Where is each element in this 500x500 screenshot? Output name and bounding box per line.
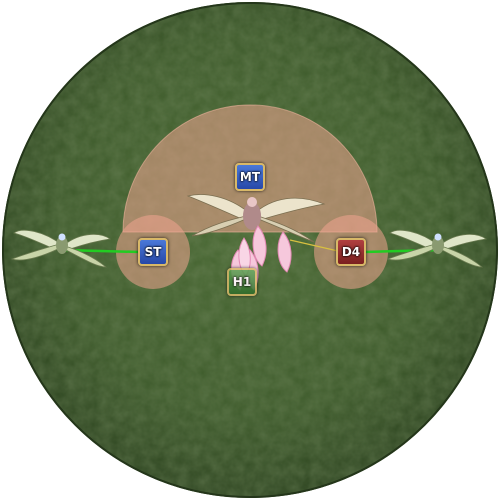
st-marker[interactable]: ST [138, 238, 168, 266]
d4-marker-label: D4 [341, 245, 361, 259]
mt-marker[interactable]: MT [235, 163, 265, 191]
st-marker-label: ST [144, 245, 162, 259]
winged-add-right-icon [386, 229, 488, 268]
h1-marker[interactable]: H1 [227, 268, 257, 296]
h1-marker-label: H1 [232, 275, 252, 289]
d4-marker[interactable]: D4 [336, 238, 366, 266]
winged-add-left-icon [10, 229, 112, 268]
boss-tether [289, 239, 339, 252]
winged-boss-icon [186, 194, 326, 243]
mt-marker-label: MT [239, 170, 261, 184]
